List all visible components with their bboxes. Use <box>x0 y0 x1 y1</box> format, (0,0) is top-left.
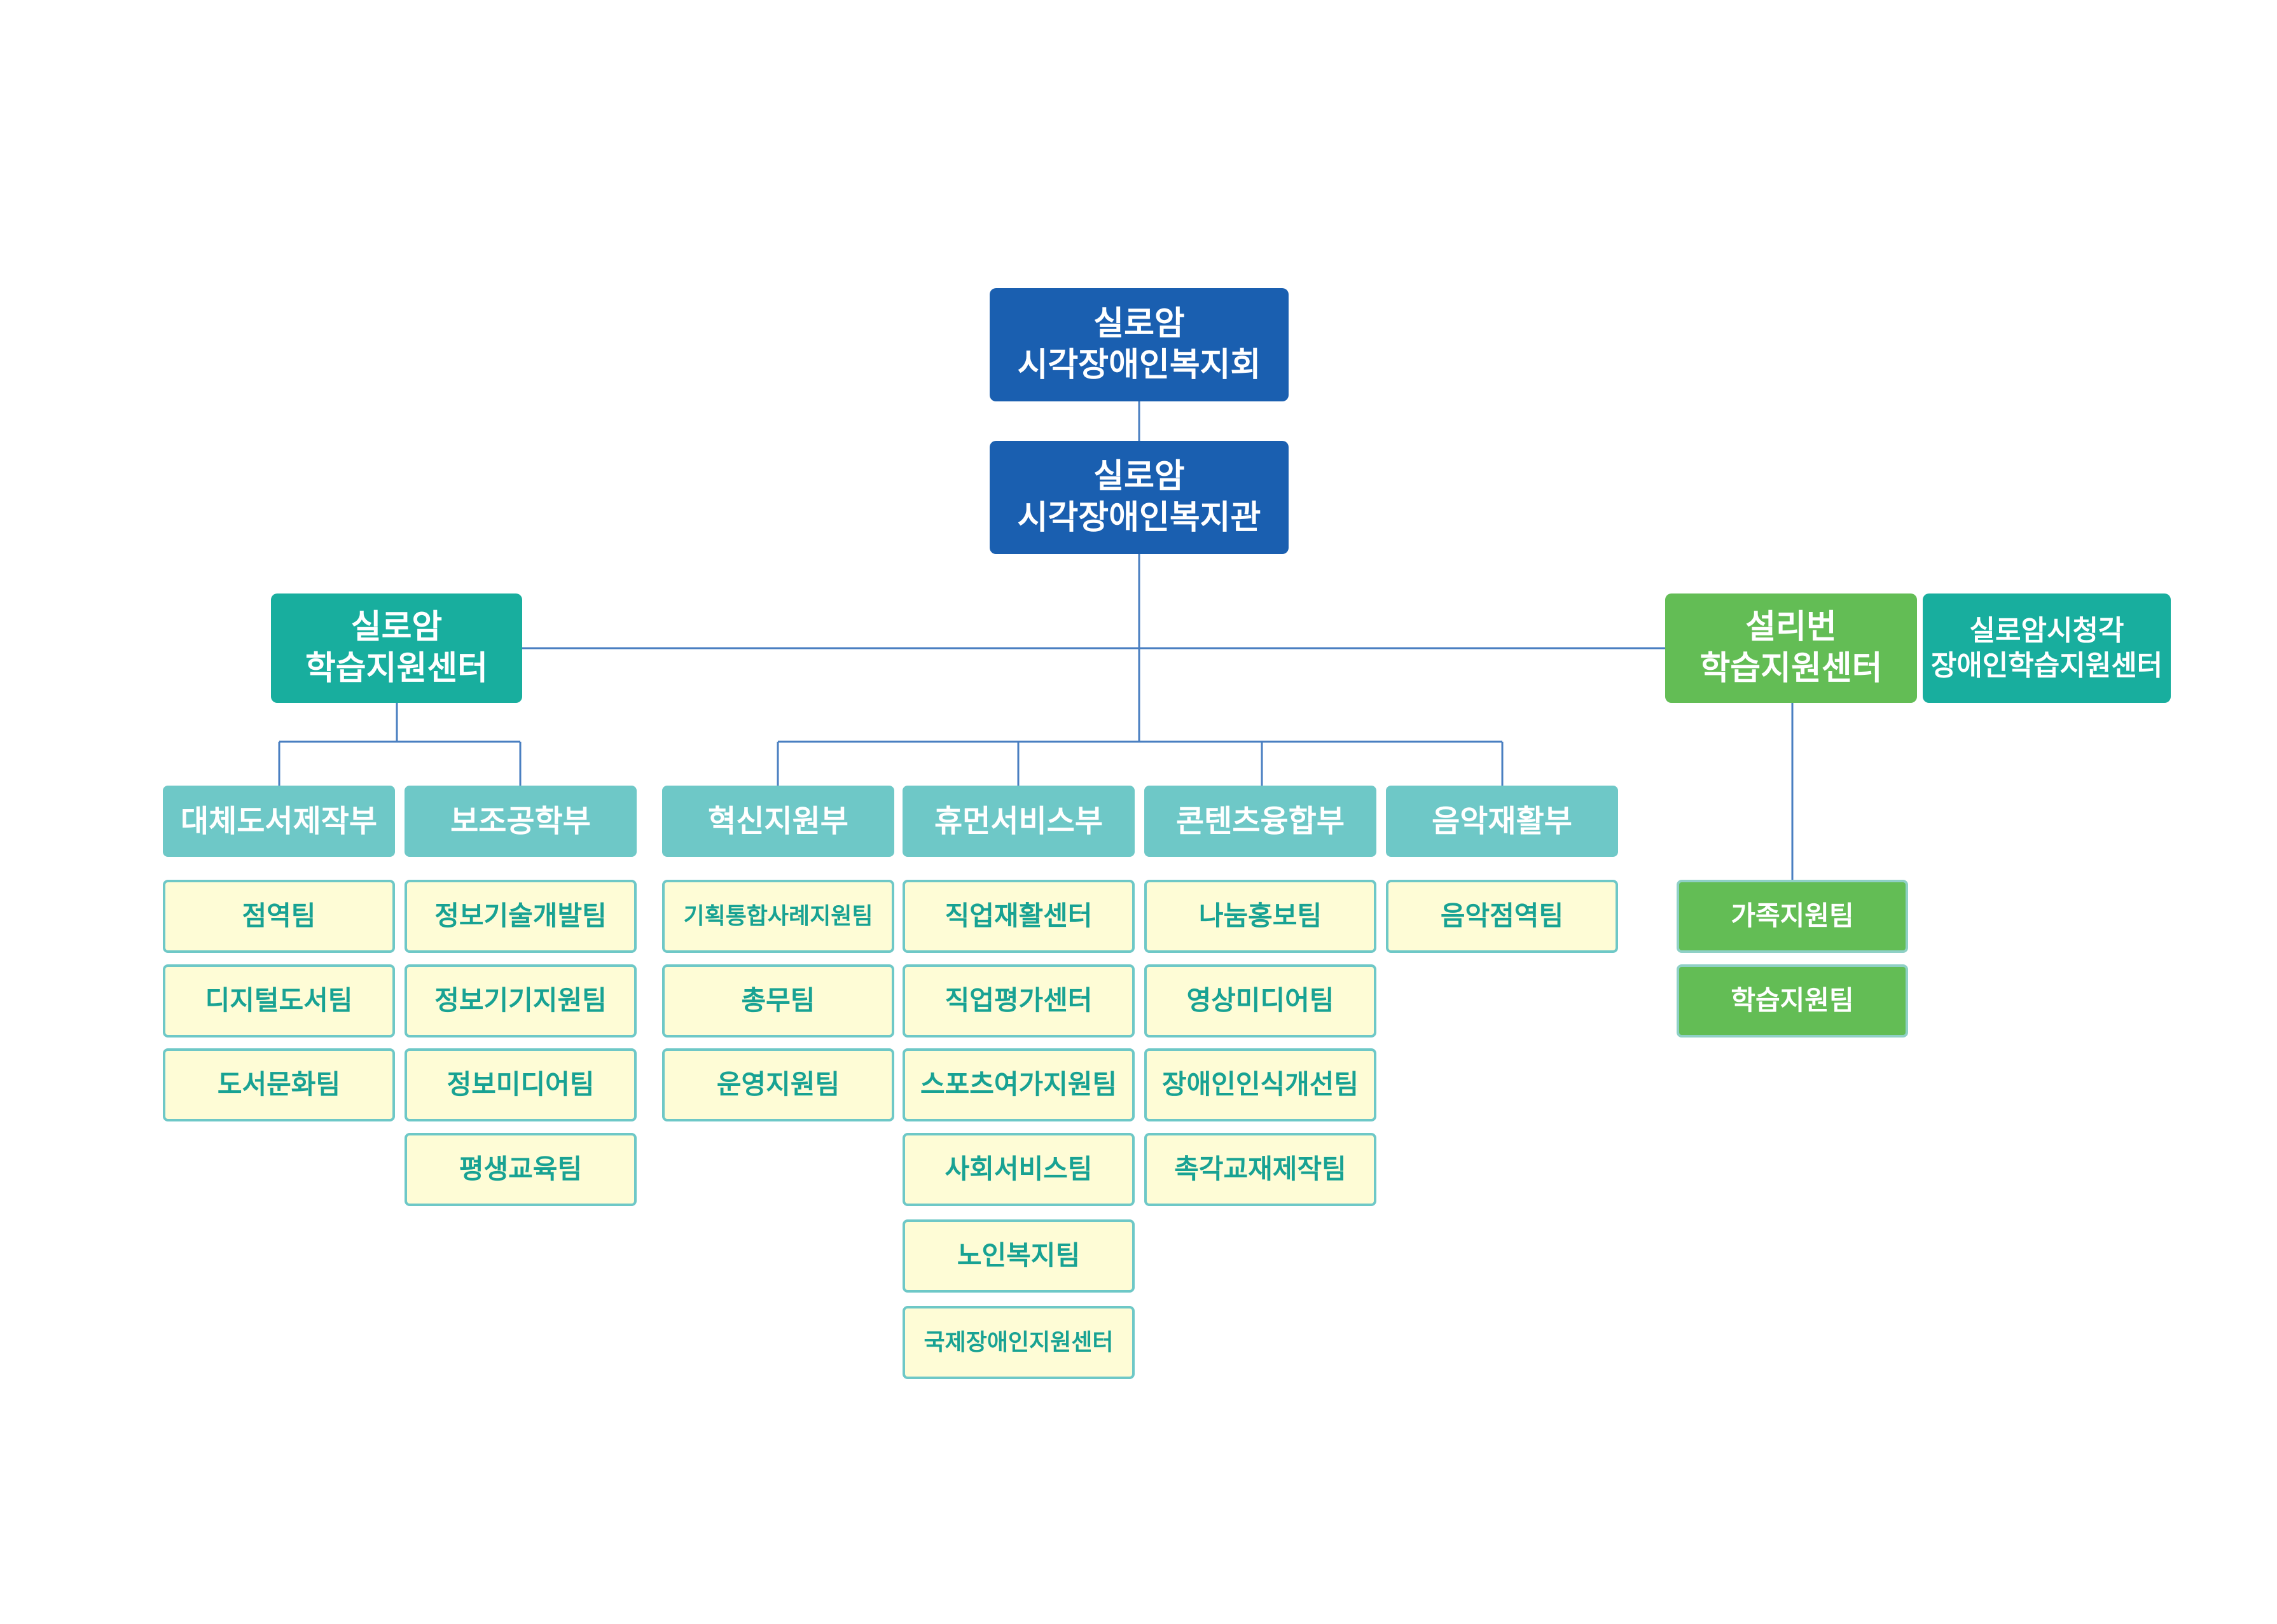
sullivan-learning-line2: 학습지원센터 <box>1699 649 1883 688</box>
sullivan-team-box: 가족지원팀 <box>1677 880 1908 953</box>
team-box: 영상미디어팀 <box>1144 964 1376 1038</box>
root-line1: 실로암 <box>1093 305 1185 343</box>
team-box: 총무팀 <box>662 964 894 1038</box>
dept-alt-books: 대체도서제작부 <box>163 786 395 857</box>
team-box: 기획통합사례지원팀 <box>662 880 894 953</box>
hall-line1: 실로암 <box>1093 457 1185 496</box>
team-label: 디지털도서팀 <box>205 985 353 1017</box>
team-box: 장애인인식개선팀 <box>1144 1048 1376 1121</box>
team-box: 촉각교재제작팀 <box>1144 1133 1376 1206</box>
team-box: 정보기기지원팀 <box>405 964 637 1038</box>
dept-label: 보조공학부 <box>450 803 591 839</box>
siloam-learning-center: 실로암 학습지원센터 <box>271 593 522 703</box>
dept-music-rehab: 음악재활부 <box>1386 786 1618 857</box>
team-label: 정보기술개발팀 <box>434 900 607 932</box>
audiovisual-learning-line2: 장애인학습지원센터 <box>1930 649 2163 682</box>
team-box: 스포츠여가지원팀 <box>903 1048 1135 1121</box>
team-label: 운영지원팀 <box>716 1069 840 1100</box>
team-label: 기획통합사례지원팀 <box>683 903 873 929</box>
team-label: 정보미디어팀 <box>446 1069 595 1100</box>
team-box: 평생교육팀 <box>405 1133 637 1206</box>
sullivan-team-box: 학습지원팀 <box>1677 964 1908 1038</box>
team-label: 장애인인식개선팀 <box>1161 1069 1359 1100</box>
team-label: 가족지원팀 <box>1731 900 1854 932</box>
team-label: 촉각교재제작팀 <box>1174 1153 1346 1185</box>
audiovisual-learning-line1: 실로암시청각 <box>1969 614 2124 647</box>
team-label: 국제장애인지원센터 <box>924 1329 1114 1356</box>
hall-line2: 시각장애인복지관 <box>1017 499 1261 537</box>
dept-label: 혁신지원부 <box>708 803 848 839</box>
dept-label: 음악재활부 <box>1432 803 1572 839</box>
dept-human-services: 휴먼서비스부 <box>903 786 1135 857</box>
team-box: 직업평가센터 <box>903 964 1135 1038</box>
dept-assistive-tech: 보조공학부 <box>405 786 637 857</box>
siloam-learning-line1: 실로암 <box>350 608 443 646</box>
root-line2: 시각장애인복지회 <box>1017 346 1261 384</box>
team-box: 음악점역팀 <box>1386 880 1618 953</box>
team-box: 사회서비스팀 <box>903 1133 1135 1206</box>
team-box: 국제장애인지원센터 <box>903 1306 1135 1379</box>
team-label: 나눔홍보팀 <box>1198 900 1322 932</box>
team-label: 총무팀 <box>741 985 815 1017</box>
team-label: 사회서비스팀 <box>945 1153 1093 1185</box>
team-label: 점역팀 <box>242 900 316 932</box>
siloam-learning-line2: 학습지원센터 <box>305 649 488 688</box>
root-node: 실로암 시각장애인복지회 <box>990 288 1289 401</box>
sullivan-learning-line1: 설리번 <box>1745 608 1837 646</box>
team-box: 운영지원팀 <box>662 1048 894 1121</box>
dept-content-convergence: 콘텐츠융합부 <box>1144 786 1376 857</box>
team-label: 노인복지팀 <box>957 1240 1081 1272</box>
team-label: 직업재활센터 <box>945 900 1093 932</box>
team-label: 도서문화팀 <box>217 1069 341 1100</box>
team-label: 정보기기지원팀 <box>434 985 607 1017</box>
dept-label: 휴먼서비스부 <box>934 803 1103 839</box>
team-label: 학습지원팀 <box>1731 985 1854 1017</box>
sullivan-learning-center: 설리번 학습지원센터 <box>1665 593 1917 703</box>
team-box: 직업재활센터 <box>903 880 1135 953</box>
dept-label: 대체도서제작부 <box>180 803 378 839</box>
team-label: 영상미디어팀 <box>1186 985 1334 1017</box>
team-label: 스포츠여가지원팀 <box>920 1069 1118 1100</box>
team-label: 음악점역팀 <box>1440 900 1564 932</box>
team-box: 도서문화팀 <box>163 1048 395 1121</box>
team-box: 디지털도서팀 <box>163 964 395 1038</box>
team-box: 점역팀 <box>163 880 395 953</box>
dept-innovation-support: 혁신지원부 <box>662 786 894 857</box>
dept-label: 콘텐츠융합부 <box>1176 803 1345 839</box>
audiovisual-learning-center: 실로암시청각 장애인학습지원센터 <box>1923 593 2171 703</box>
team-box: 정보미디어팀 <box>405 1048 637 1121</box>
team-box: 노인복지팀 <box>903 1219 1135 1293</box>
team-label: 평생교육팀 <box>459 1153 583 1185</box>
team-label: 직업평가센터 <box>945 985 1093 1017</box>
team-box: 나눔홍보팀 <box>1144 880 1376 953</box>
team-box: 정보기술개발팀 <box>405 880 637 953</box>
hall-node: 실로암 시각장애인복지관 <box>990 441 1289 554</box>
